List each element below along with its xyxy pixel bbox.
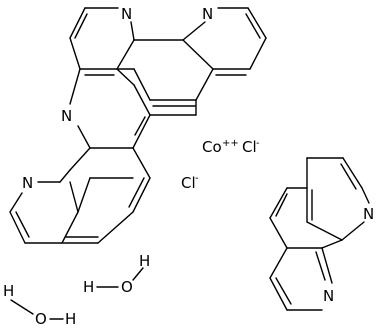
phenanthroline-nitrogen-label: N <box>323 287 334 305</box>
chemical-bond <box>9 211 26 244</box>
chemical-bond <box>249 37 267 70</box>
chemical-bond <box>77 177 91 213</box>
chemical-bond <box>269 187 288 219</box>
chloride-ion-1: Cl - <box>242 138 260 156</box>
chloride-charge: - <box>256 138 260 149</box>
chemical-bond <box>69 181 79 213</box>
chemical-bond <box>69 7 86 39</box>
cobalt-charge: ++ <box>222 138 239 149</box>
phenanthroline-nitrogen-label: N <box>363 205 374 223</box>
chemical-bond <box>275 193 288 217</box>
water-molecule-1: H H O <box>83 252 150 296</box>
chemical-bond <box>269 247 288 279</box>
chemical-bond <box>269 277 288 311</box>
chemical-bond <box>321 247 333 284</box>
fused-polycyclic-ligand: N N N N <box>9 5 267 244</box>
ligand-nitrogen-label: N <box>22 174 33 192</box>
chemical-bond <box>133 68 151 101</box>
chemical-bond <box>132 177 151 213</box>
chemical-bond <box>321 239 343 249</box>
chemical-bond <box>340 163 357 190</box>
chemical-bond <box>132 147 151 179</box>
hydrogen-label: H <box>65 310 76 328</box>
chemical-bond <box>69 68 81 105</box>
chemical-bond <box>361 187 370 204</box>
chemical-bond <box>182 21 206 41</box>
chemical-bond <box>9 192 23 213</box>
chloride-symbol: Cl <box>242 138 257 156</box>
chloride-ion-2: Cl - <box>181 173 199 192</box>
chemical-bond <box>116 39 135 70</box>
chemical-bond <box>59 169 71 183</box>
chemical-bond <box>116 68 135 86</box>
hydrogen-label: H <box>3 282 14 300</box>
chemical-bond <box>275 277 292 305</box>
chemical-bond <box>132 267 144 281</box>
chemical-bond <box>195 68 214 101</box>
chloride-charge: - <box>195 173 199 184</box>
chemical-bond <box>15 211 30 238</box>
ligand-nitrogen-label: N <box>202 5 213 23</box>
cobalt-symbol: Co <box>202 138 222 156</box>
chemical-bond <box>269 217 288 249</box>
oxygen-label: O <box>121 278 133 296</box>
chemical-bond <box>315 251 326 281</box>
cobalt-ion: Co ++ <box>202 138 239 156</box>
chemical-bond <box>74 13 88 39</box>
chemical-bond <box>130 21 135 41</box>
ligand-nitrogen-label: N <box>61 107 72 125</box>
chemical-bond <box>133 84 151 116</box>
chemical-bond <box>132 114 151 149</box>
chemical-bond <box>77 125 91 149</box>
hydrogen-label: H <box>139 252 150 270</box>
ligand-nitrogen-label: N <box>121 5 132 23</box>
chemical-bond <box>69 37 81 70</box>
chemical-bond <box>61 211 79 244</box>
chemical-bond <box>306 221 343 241</box>
chemical-bond <box>182 39 214 70</box>
chemical-bond <box>128 177 145 208</box>
chemical-bond <box>245 13 261 39</box>
hydrogen-label: H <box>83 278 94 296</box>
chemical-bond <box>247 7 267 39</box>
chemical-bond <box>10 299 34 315</box>
water-molecule-2: H H O <box>3 282 76 328</box>
chemical-bond <box>69 147 91 171</box>
chemical-bond <box>97 211 134 244</box>
chemical-bond <box>342 157 363 189</box>
chemical-bond <box>341 221 365 241</box>
chloride-symbol: Cl <box>181 174 196 192</box>
chemical-bond <box>134 116 146 136</box>
oxygen-label: O <box>35 310 47 328</box>
phenanthroline-ligand: N N <box>269 157 374 311</box>
